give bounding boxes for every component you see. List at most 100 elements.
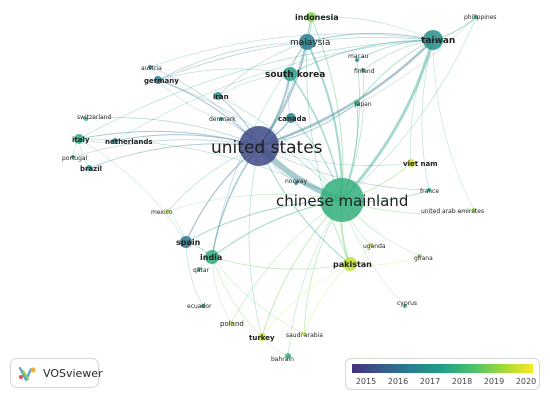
node-ca[interactable] <box>286 113 296 123</box>
label-qa[interactable]: qatar <box>193 267 210 274</box>
label-ch[interactable]: switzerland <box>77 114 112 121</box>
link-my-ir <box>217 41 308 97</box>
label-br[interactable]: brazil <box>80 165 102 173</box>
link-cn-tw <box>340 39 435 202</box>
node-ae[interactable] <box>472 208 476 212</box>
node-dk[interactable] <box>219 117 223 121</box>
node-ec[interactable] <box>201 304 205 308</box>
label-it[interactable]: italy <box>72 136 90 144</box>
label-ca[interactable]: canada <box>278 115 307 123</box>
link-my-de <box>157 41 308 81</box>
vosviewer-icon <box>18 366 36 382</box>
node-jp[interactable] <box>354 100 360 106</box>
link-cn-ph <box>341 16 477 201</box>
label-my[interactable]: malaysia <box>290 38 330 48</box>
node-bh[interactable] <box>285 353 291 359</box>
node-pt[interactable] <box>71 155 75 159</box>
link-tw-vn <box>410 39 434 164</box>
link-us-ch <box>85 117 260 147</box>
label-fr[interactable]: france <box>420 188 439 195</box>
label-cn[interactable]: chinese mainland <box>276 192 408 210</box>
node-fr[interactable] <box>427 188 431 192</box>
node-cn[interactable] <box>320 178 364 222</box>
node-gh[interactable] <box>418 254 422 258</box>
label-vn[interactable]: viet nam <box>403 160 438 168</box>
label-ug[interactable]: uganda <box>363 243 386 250</box>
node-tw[interactable] <box>423 30 443 50</box>
link-tw-au <box>149 33 434 68</box>
label-in[interactable]: india <box>200 253 222 262</box>
label-jp[interactable]: japan <box>354 101 372 108</box>
label-nl[interactable]: netherlands <box>105 138 153 146</box>
node-qa[interactable] <box>197 267 201 271</box>
node-no[interactable] <box>294 181 298 185</box>
label-dk[interactable]: denmark <box>209 116 236 123</box>
node-sa[interactable] <box>302 332 306 336</box>
label-es[interactable]: spain <box>176 238 201 247</box>
node-ug[interactable] <box>369 243 373 247</box>
node-vn[interactable] <box>407 159 415 167</box>
node-fi[interactable] <box>361 68 365 72</box>
label-au[interactable]: austria <box>141 65 162 72</box>
label-pt[interactable]: portugal <box>62 155 88 162</box>
label-gh[interactable]: ghana <box>414 255 433 262</box>
label-ae[interactable]: united arab emirates <box>421 208 484 215</box>
label-mc[interactable]: macau <box>348 53 368 60</box>
label-pl[interactable]: poland <box>220 320 244 328</box>
link-tw-de <box>157 37 434 81</box>
label-ir[interactable]: iran <box>213 93 229 101</box>
label-sk[interactable]: south korea <box>265 70 325 80</box>
legend-tick: 2018 <box>451 377 473 386</box>
label-fi[interactable]: finland <box>354 68 375 75</box>
link-in-pk <box>211 256 351 270</box>
label-pk[interactable]: pakistan <box>333 260 372 269</box>
legend-tick: 2020 <box>515 377 537 386</box>
node-ph[interactable] <box>474 15 478 19</box>
node-pk[interactable] <box>343 257 357 271</box>
node-id[interactable] <box>306 12 316 22</box>
node-in[interactable] <box>205 250 219 264</box>
node-pl[interactable] <box>229 321 233 325</box>
link-es-it <box>78 138 187 243</box>
node-nl[interactable] <box>112 138 118 144</box>
labels-layer: united states chinese mainland taiwan malay… <box>62 13 497 363</box>
label-tw[interactable]: taiwan <box>421 36 455 46</box>
label-sa[interactable]: saudi arabia <box>286 332 323 339</box>
label-ec[interactable]: ecuador <box>187 303 212 310</box>
node-ch[interactable] <box>84 117 88 121</box>
node-es[interactable] <box>180 236 192 248</box>
node-mx[interactable] <box>166 209 170 213</box>
label-us[interactable]: united states <box>211 138 323 158</box>
label-ph[interactable]: philippines <box>464 14 497 21</box>
node-de[interactable] <box>154 76 162 84</box>
link-pk-sa <box>303 263 351 335</box>
link-pk-tr <box>261 263 351 338</box>
label-no[interactable]: norway <box>285 178 308 185</box>
vosviewer-logo[interactable]: VOSviewer <box>10 358 103 388</box>
node-tr[interactable] <box>258 333 266 341</box>
node-br[interactable] <box>86 165 92 171</box>
node-mc[interactable] <box>355 58 359 62</box>
label-tr[interactable]: turkey <box>249 334 275 342</box>
link-tw-sk <box>289 39 434 75</box>
node-ir[interactable] <box>214 92 222 100</box>
link-us-pt <box>72 139 260 158</box>
label-mx[interactable]: mexico <box>151 209 173 216</box>
link-tw-fr <box>421 39 434 191</box>
label-bh[interactable]: bahrain <box>271 356 294 363</box>
node-it[interactable] <box>74 134 84 144</box>
vosviewer-logo-text: VOSviewer <box>43 367 103 380</box>
node-cy[interactable] <box>403 304 407 308</box>
label-de[interactable]: germany <box>144 77 179 85</box>
link-sk-ir <box>217 73 291 97</box>
link-sk-de <box>157 68 291 81</box>
node-sk[interactable] <box>283 67 297 81</box>
label-cy[interactable]: cyprus <box>397 300 417 307</box>
node-my[interactable] <box>299 34 315 50</box>
node-us[interactable] <box>239 126 279 166</box>
legend-tick: 2019 <box>483 377 505 386</box>
node-au[interactable] <box>148 65 152 69</box>
label-id[interactable]: indonesia <box>295 13 339 22</box>
